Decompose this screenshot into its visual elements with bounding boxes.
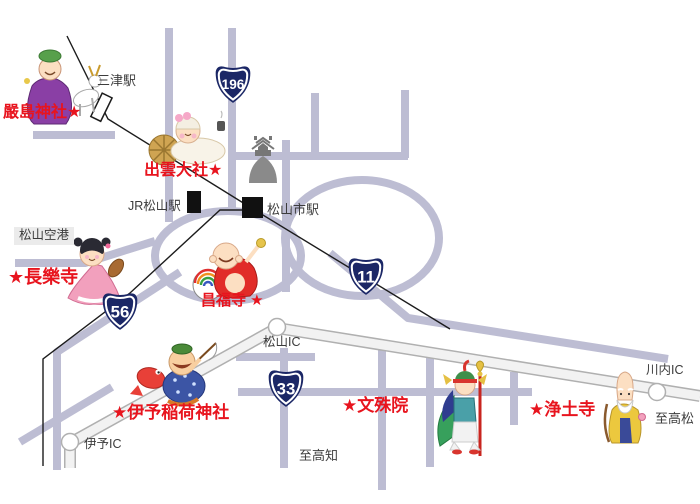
jr-matsuyama-station-marker <box>187 191 201 213</box>
label-jr-matsuyama-station: JR松山駅 <box>128 199 181 213</box>
izumo-character <box>148 110 226 166</box>
route-11-number: 11 <box>357 267 375 286</box>
label-matsuyama-ic: 松山IC <box>263 335 301 349</box>
itsukushima-character <box>24 49 102 125</box>
matsuyama-city-station-marker <box>242 197 263 218</box>
route-33-shield: 33 <box>268 370 304 407</box>
road-loop-east <box>281 176 443 300</box>
route-56-shield: 56 <box>102 293 138 330</box>
label-kawauchi-ic: 川内IC <box>646 363 684 377</box>
shofuku-character <box>192 238 266 301</box>
label-iyo-inari-shrine: ★伊予稲荷神社 <box>112 403 230 422</box>
iyo-ic-marker <box>60 432 80 452</box>
label-jodo-ji: ★浄土寺 <box>529 400 596 419</box>
route-11-shield: 11 <box>348 258 384 295</box>
mitsu-station-marker <box>89 92 114 123</box>
iyoinari-character <box>130 342 218 407</box>
kawauchi-ic-marker <box>647 382 667 402</box>
gunchu-line <box>42 209 245 466</box>
matsuyama-castle-icon <box>249 136 277 183</box>
road-route56 <box>53 268 183 470</box>
route-196-shield: 196 <box>215 66 251 103</box>
label-matsuyama-airport: 松山空港 <box>14 227 75 245</box>
route-196-number: 196 <box>222 77 245 92</box>
label-to-takamatsu: 至高松 <box>655 411 695 426</box>
label-monju-in: ★文殊院 <box>342 396 409 415</box>
label-matsuyama-city-station: 松山市駅 <box>267 202 320 217</box>
label-izumo-taisha: 出雲大社★ <box>144 162 223 179</box>
label-shofuku-ji: 昌福寺 ★ <box>201 292 264 309</box>
road-diagonal-southwest <box>17 383 115 446</box>
label-choraku-ji: ★長樂寺 <box>8 267 79 287</box>
label-to-kochi: 至高知 <box>299 448 339 463</box>
road-loop-west <box>151 207 305 305</box>
route-56-number: 56 <box>111 302 130 321</box>
monju-character <box>437 359 487 456</box>
label-itsukushima-shrine: 嚴島神社★ <box>3 104 82 121</box>
label-iyo-ic: 伊予IC <box>84 437 122 451</box>
label-mitsu-station: 三津駅 <box>97 73 137 88</box>
route-33-number: 33 <box>277 379 296 398</box>
jodo-character <box>603 371 646 444</box>
matsuyama-ic-marker <box>267 317 287 337</box>
